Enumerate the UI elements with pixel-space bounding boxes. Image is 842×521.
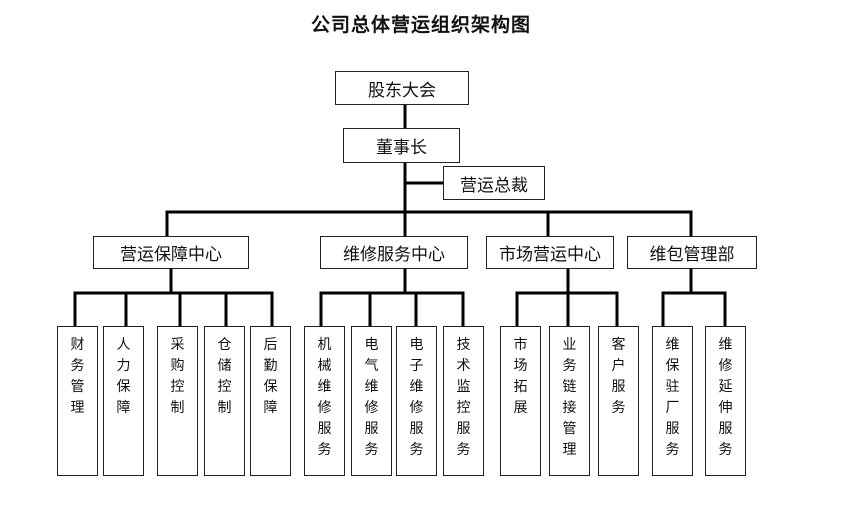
node-unit-hr: 人力保障: [103, 326, 144, 476]
unit-label: 机械维修服务: [317, 337, 332, 458]
node-unit-mechanical: 机械维修服务: [304, 326, 345, 476]
unit-label: 技术监控服务: [456, 337, 471, 458]
unit-label: 电子维修服务: [409, 337, 424, 458]
node-unit-business-link: 业务链接管理: [549, 326, 590, 476]
node-center-maintenance-contract: 维包管理部: [627, 236, 757, 269]
unit-label: 人力保障: [116, 337, 131, 416]
node-chairman: 董事长: [343, 128, 460, 163]
node-center-operations-support: 营运保障中心: [93, 236, 249, 269]
unit-label: 市场拓展: [513, 337, 528, 416]
unit-label: 维修延伸服务: [718, 337, 733, 458]
node-unit-warehouse: 仓储控制: [204, 326, 245, 476]
node-unit-market-expansion: 市场拓展: [500, 326, 541, 476]
unit-label: 维保驻厂服务: [665, 337, 680, 458]
node-shareholders: 股东大会: [335, 71, 469, 105]
node-unit-finance: 财务管理: [57, 326, 98, 476]
node-unit-procurement: 采购控制: [157, 326, 198, 476]
node-president: 营运总裁: [443, 166, 545, 200]
node-unit-customer-service: 客户服务: [598, 326, 639, 476]
node-unit-electronic: 电子维修服务: [396, 326, 437, 476]
node-unit-monitoring: 技术监控服务: [443, 326, 484, 476]
node-center-market-operations: 市场营运中心: [486, 236, 614, 269]
node-unit-onsite-maintenance: 维保驻厂服务: [652, 326, 693, 476]
unit-label: 采购控制: [170, 337, 185, 416]
unit-label: 仓储控制: [217, 337, 232, 416]
unit-label: 后勤保障: [263, 337, 278, 416]
unit-label: 客户服务: [611, 337, 626, 416]
node-unit-extended-maintenance: 维修延伸服务: [705, 326, 746, 476]
unit-label: 电气维修服务: [364, 337, 379, 458]
node-unit-electrical: 电气维修服务: [351, 326, 392, 476]
unit-label: 财务管理: [70, 337, 85, 416]
chart-title: 公司总体营运组织架构图: [310, 14, 531, 36]
unit-label: 业务链接管理: [562, 337, 577, 458]
node-unit-logistics: 后勤保障: [250, 326, 291, 476]
node-center-maintenance-service: 维修服务中心: [320, 236, 468, 269]
